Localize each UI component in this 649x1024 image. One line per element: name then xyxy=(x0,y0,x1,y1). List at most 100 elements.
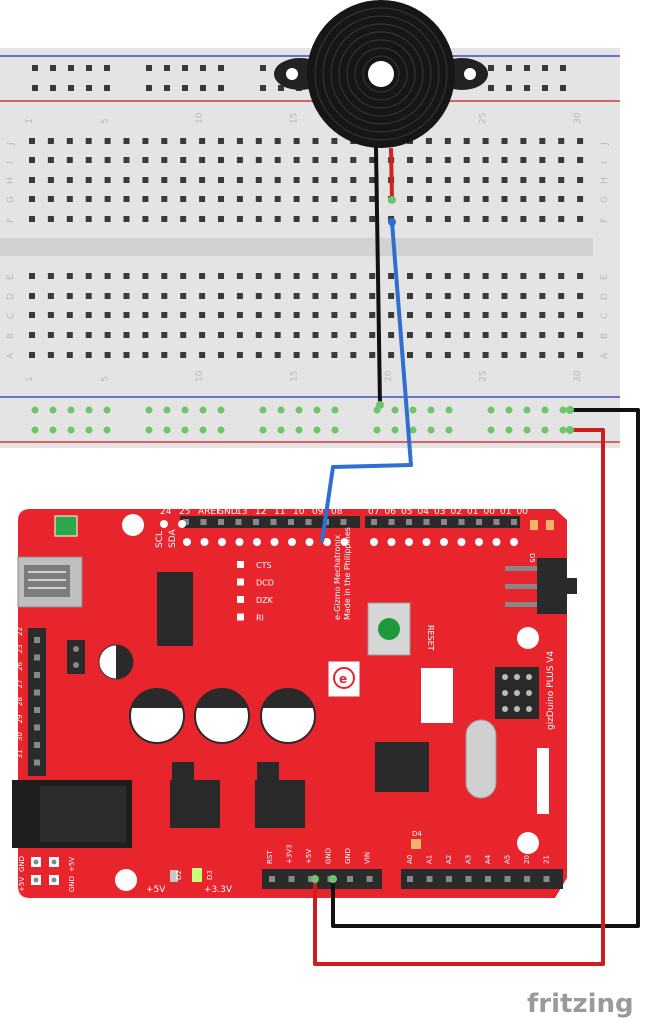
breadboard-hole xyxy=(388,273,395,279)
breadboard-hole xyxy=(520,157,527,163)
rail-hole-connected xyxy=(487,406,495,414)
rail-hole-connected xyxy=(391,406,399,414)
breadboard-hole xyxy=(558,352,565,358)
breadboard-hole xyxy=(407,352,413,358)
breadboard-hole xyxy=(369,273,376,279)
status-pad xyxy=(237,578,244,586)
breadboard-hole xyxy=(312,293,319,299)
header-pad xyxy=(288,538,296,546)
breadboard-hole xyxy=(180,138,187,144)
rail-hole-connected xyxy=(505,426,513,434)
breadboard-hole xyxy=(520,352,527,358)
breadboard-hole xyxy=(539,273,546,279)
breadboard-hole xyxy=(199,293,206,299)
breadboard-hole xyxy=(142,312,149,318)
left-header-label: 23 xyxy=(16,645,24,654)
breadboard-hole xyxy=(180,157,187,163)
breadboard-hole xyxy=(104,138,111,144)
rail-hole xyxy=(218,65,224,71)
breadboard-hole xyxy=(47,177,54,183)
top-header-label: 02 xyxy=(451,507,462,517)
status-label: DZK xyxy=(256,596,274,605)
breadboard-hole xyxy=(539,177,546,183)
power-pad-label: +5V xyxy=(18,877,26,892)
row-letter: J xyxy=(600,142,610,146)
rail-hole xyxy=(32,65,38,71)
crystal xyxy=(465,719,497,799)
breadboard-hole xyxy=(444,177,451,183)
breadboard-hole xyxy=(274,332,281,338)
rail-hole-connected xyxy=(445,406,453,414)
breadboard-hole xyxy=(161,138,168,144)
analog-header xyxy=(401,869,563,889)
power-switch[interactable] xyxy=(505,558,577,614)
breadboard-hole xyxy=(161,157,168,163)
rail-hole-connected xyxy=(523,406,531,414)
rail-hole-connected xyxy=(163,406,171,414)
breadboard-hole xyxy=(29,273,35,279)
header-pin xyxy=(270,519,277,525)
header-pins xyxy=(160,519,518,546)
rail-hole-connected xyxy=(427,426,435,434)
breadboard-hole xyxy=(425,177,432,183)
header-pad xyxy=(200,538,209,546)
led-d5-label: D5 xyxy=(528,553,536,563)
led-d4 xyxy=(411,839,421,849)
maker-line-1: e-Gizmo Mechatronix xyxy=(333,534,342,620)
breadboard-hole xyxy=(47,273,54,279)
breadboard-hole xyxy=(104,157,111,163)
scl-label: SCL xyxy=(155,531,165,548)
top-header-label: 25 xyxy=(179,507,190,517)
breadboard-hole xyxy=(444,157,451,163)
rail-hole-connected xyxy=(559,406,567,414)
breadboard-hole xyxy=(407,196,413,202)
breadboard-hole xyxy=(444,138,451,144)
breadboard-hole xyxy=(199,177,206,183)
breadboard-hole xyxy=(218,196,224,202)
breadboard-hole xyxy=(199,312,206,318)
usb-connector xyxy=(17,556,83,608)
breadboard-hole xyxy=(255,157,262,163)
breadboard-hole xyxy=(142,332,149,338)
breadboard-hole xyxy=(350,177,357,183)
rail-hole xyxy=(488,85,494,91)
header-pad xyxy=(387,538,396,546)
header-pin xyxy=(253,519,259,525)
mounting-hole xyxy=(115,869,137,891)
row-letter: B xyxy=(6,333,16,339)
breadboard-hole xyxy=(66,332,73,338)
breadboard-hole xyxy=(501,138,508,144)
rail-hole-connected xyxy=(505,406,513,414)
rail-hole-connected xyxy=(199,426,207,434)
breadboard-hole xyxy=(85,293,92,299)
breadboard-hole xyxy=(425,157,432,163)
breadboard-hole xyxy=(274,312,281,318)
breadboard-hole xyxy=(482,273,489,279)
breadboard-hole xyxy=(577,332,584,338)
breadboard-hole xyxy=(104,196,111,202)
rail-hole xyxy=(146,85,152,91)
breadboard-hole xyxy=(331,352,338,358)
power-led xyxy=(54,515,78,537)
rail-hole-connected xyxy=(559,426,567,434)
breadboard-hole xyxy=(482,216,489,222)
breadboard-hole xyxy=(236,177,243,183)
breadboard-hole xyxy=(350,352,357,358)
column-number-bottom: 1 xyxy=(25,376,35,382)
breadboard-hole xyxy=(331,332,338,338)
breadboard-hole xyxy=(218,352,224,358)
breadboard-hole xyxy=(577,138,584,144)
breadboard-hole xyxy=(180,273,187,279)
breadboard-hole xyxy=(161,177,168,183)
reset-button[interactable] xyxy=(367,602,411,656)
row-letter: H xyxy=(600,177,610,184)
breadboard-hole xyxy=(85,352,92,358)
breadboard-hole xyxy=(388,312,395,318)
breadboard-hole xyxy=(407,293,413,299)
breadboard-hole xyxy=(369,312,376,318)
rail-hole xyxy=(164,85,170,91)
breadboard-hole xyxy=(236,312,243,318)
analog-header-label: 20 xyxy=(523,855,531,864)
